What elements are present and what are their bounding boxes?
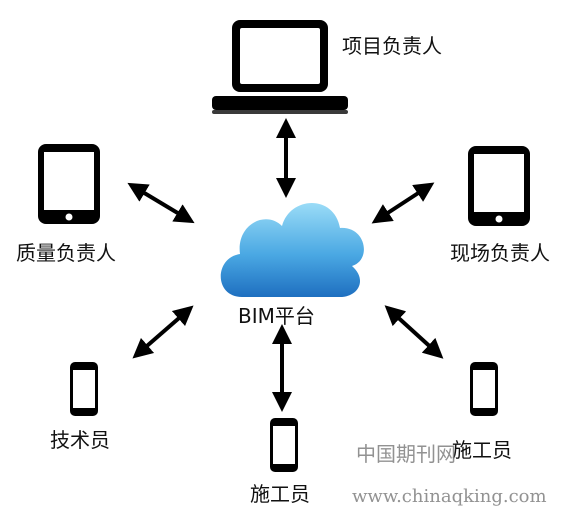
center-label: BIM平台 — [238, 304, 315, 328]
phone-icon — [270, 418, 298, 472]
node-label-construction-worker: 施工员 — [250, 482, 310, 506]
node-label-construction-worker-right: 施工员 — [452, 438, 512, 462]
laptop-icon — [212, 20, 348, 114]
phone-icon — [470, 362, 498, 416]
arrow-site-manager — [371, 182, 435, 224]
node-label-technician: 技术员 — [50, 428, 110, 452]
watermark-url: www.chinaqking.com — [352, 486, 547, 507]
node-label-project-manager: 项目负责人 — [342, 34, 442, 58]
watermark-name: 中国期刊网 — [356, 442, 456, 466]
phone-icon — [70, 362, 98, 416]
tablet-icon — [468, 146, 530, 226]
arrow-quality-manager — [127, 182, 195, 224]
tablet-icon — [38, 144, 100, 224]
cloud-icon — [220, 203, 364, 297]
node-label-quality-manager: 质量负责人 — [16, 241, 116, 265]
arrow-technician — [132, 305, 194, 359]
arrow-construction-worker-right — [384, 305, 444, 359]
node-label-site-manager: 现场负责人 — [450, 241, 550, 265]
